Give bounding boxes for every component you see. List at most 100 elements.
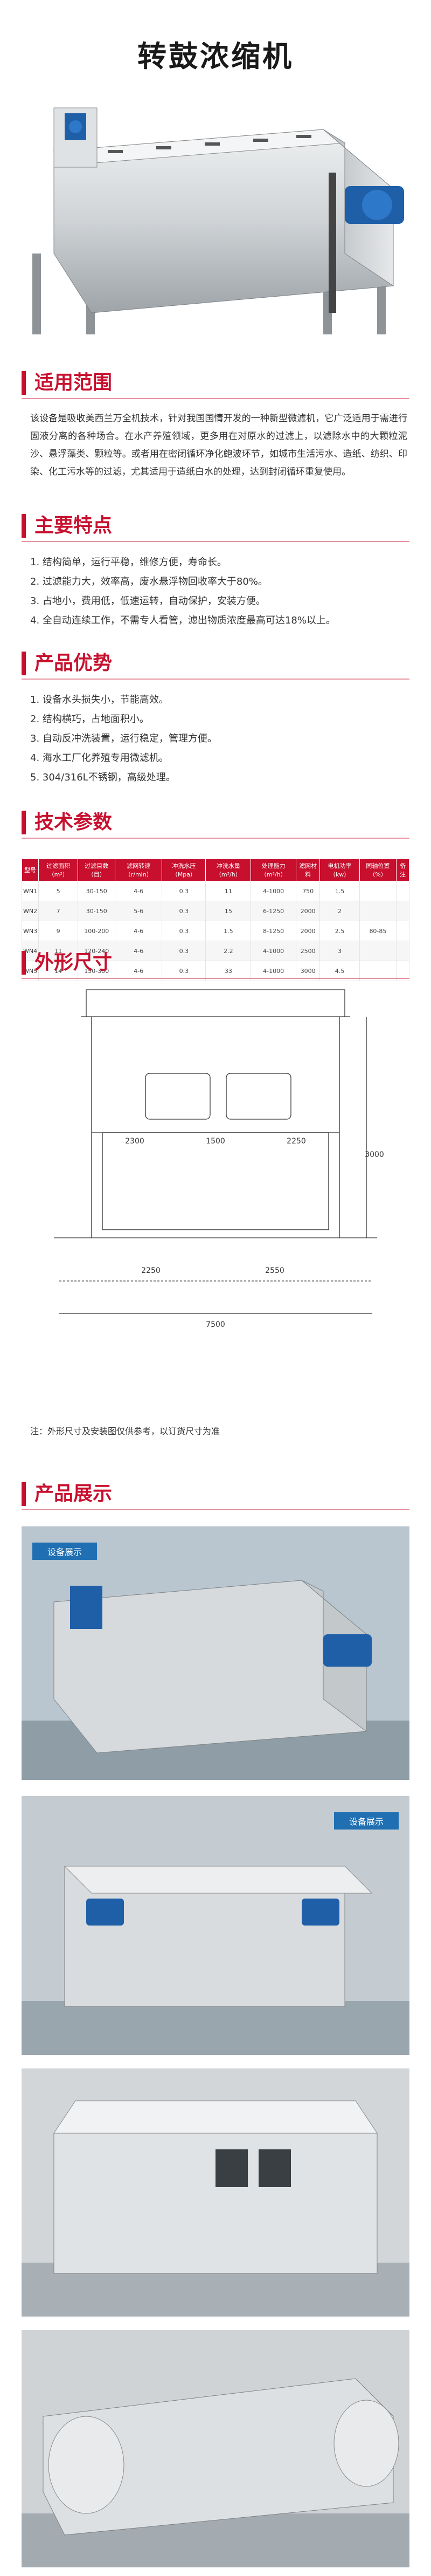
table-cell: 0.3 <box>162 941 206 961</box>
spec-header-cell: 滤网转速（r/min） <box>115 859 163 881</box>
dim-label: 2300 <box>125 1137 144 1146</box>
table-cell <box>396 961 409 981</box>
section-application-header: 适用范围 <box>22 367 409 399</box>
table-cell: 2.5 <box>319 921 360 941</box>
section-showcase-header: 产品展示 <box>22 1478 409 1510</box>
table-cell: 11 <box>38 941 79 961</box>
product-photo <box>22 2068 409 2317</box>
table-cell: 1.5 <box>319 881 360 901</box>
table-cell <box>396 941 409 961</box>
list-item: 5. 304/316L不锈钢，高级处理。 <box>30 772 176 783</box>
table-cell: 6-1250 <box>251 901 297 921</box>
photo-tag: 设备展示 <box>47 1547 82 1557</box>
table-cell: WN4 <box>21 941 39 961</box>
section-advantages-header: 产品优势 <box>22 647 409 680</box>
table-cell: WN1 <box>21 881 39 901</box>
list-item: 4. 全自动连续工作，不需专人看管，滤出物质浓度最高可达18%以上。 <box>30 615 336 626</box>
table-cell <box>359 961 397 981</box>
table-cell <box>396 901 409 921</box>
table-cell: 120-240 <box>78 941 116 961</box>
table-cell: 2000 <box>296 901 321 921</box>
table-cell <box>359 941 397 961</box>
table-cell: 33 <box>205 961 252 981</box>
dimension-drawing: 2300 1500 2250 2250 7500 3000 2550 <box>54 989 384 1329</box>
section-features-header: 主要特点 <box>22 510 409 542</box>
product-photo: 设备展示 <box>22 1526 409 1780</box>
table-cell: 4-1000 <box>251 881 297 901</box>
spec-header-cell: 滤网材料 <box>296 859 321 881</box>
table-cell: 30-150 <box>78 901 116 921</box>
table-cell: 4.5 <box>319 961 360 981</box>
table-cell: 8-1250 <box>251 921 297 941</box>
table-cell: 5 <box>38 881 79 901</box>
table-cell: 4-6 <box>115 961 163 981</box>
dim-label: 7500 <box>206 1320 225 1329</box>
spec-header-cell: 备注 <box>396 859 409 881</box>
table-cell: 100-200 <box>78 921 116 941</box>
table-cell <box>396 881 409 901</box>
section-specs-header: 技术参数 <box>22 806 409 839</box>
table-cell: 5-6 <box>115 901 163 921</box>
list-item: 3. 占地小，费用低，低速运转，自动保护，安装方便。 <box>30 595 266 607</box>
table-cell <box>396 921 409 941</box>
table-cell: 4-6 <box>115 921 163 941</box>
list-item: 4. 海水工厂化养殖专用微滤机。 <box>30 752 169 764</box>
table-cell: 0.3 <box>162 921 206 941</box>
table-cell: 0.3 <box>162 961 206 981</box>
table-cell: 4-6 <box>115 941 163 961</box>
table-cell: 15 <box>205 901 252 921</box>
spec-header-cell: 过滤目数（目） <box>78 859 116 881</box>
table-cell: 0.3 <box>162 901 206 921</box>
table-cell <box>359 901 397 921</box>
spec-table: 型号 过滤面积（m²） 过滤目数（目） 滤网转速（r/min） 冲洗水压（Mpa… <box>21 859 409 981</box>
dim-label: 3000 <box>365 1150 384 1159</box>
table-cell: 2000 <box>296 921 321 941</box>
table-cell: 11 <box>205 881 252 901</box>
table-cell: 1.5 <box>205 921 252 941</box>
spec-header-cell: 电机功率（kw） <box>319 859 360 881</box>
spec-header-cell: 冲洗水压（Mpa） <box>162 859 206 881</box>
table-cell: 0.3 <box>162 881 206 901</box>
table-cell: 2500 <box>296 941 321 961</box>
list-item: 2. 结构横巧，占地面积小。 <box>30 714 149 725</box>
table-cell: 9 <box>38 921 79 941</box>
dim-label: 2250 <box>287 1137 306 1146</box>
spec-header-cell: 型号 <box>21 859 39 881</box>
table-cell <box>359 881 397 901</box>
table-cell: 750 <box>296 881 321 901</box>
dimension-note: 注：外形尺寸及安装图仅供参考，以订货尺寸为准 <box>30 1426 220 1436</box>
dim-label: 1500 <box>206 1137 225 1146</box>
table-cell: 80-85 <box>359 921 397 941</box>
product-photo: 设备展示 <box>22 1796 409 2055</box>
table-cell: 14 <box>38 961 79 981</box>
table-cell: 4-6 <box>115 881 163 901</box>
table-cell: 150-300 <box>78 961 116 981</box>
table-cell: WN2 <box>21 901 39 921</box>
spec-header-cell: 冲洗水量（m³/h） <box>205 859 252 881</box>
advantages-list: 1. 设备水头损失小，节能高效。 2. 结构横巧，占地面积小。 3. 自动反冲洗… <box>30 690 407 787</box>
table-cell: 4-1000 <box>251 961 297 981</box>
list-item: 3. 自动反冲洗装置，运行稳定，管理方便。 <box>30 733 217 744</box>
table-cell: WN3 <box>21 921 39 941</box>
table-cell: 7 <box>38 901 79 921</box>
table-cell: 3000 <box>296 961 321 981</box>
spec-header-cell: 处理能力（m³/h） <box>251 859 297 881</box>
list-item: 1. 结构简单，运行平稳，维修方便，寿命长。 <box>30 557 227 568</box>
hero-machine-image <box>32 107 404 334</box>
spec-table-header-row: 型号 过滤面积（m²） 过滤目数（目） 滤网转速（r/min） 冲洗水压（Mpa… <box>21 859 409 881</box>
application-description: 该设备是吸收美西兰万全机技术，针对我国国情开发的一种新型微滤机，它广泛适用于需进… <box>30 413 407 477</box>
dim-label: 2250 <box>141 1266 161 1275</box>
page-title: 转鼓浓缩机 <box>137 39 294 73</box>
photo-tag: 设备展示 <box>349 1817 384 1827</box>
list-item: 2. 过滤能力大，效率高，废水悬浮物回收率大于80%。 <box>30 576 268 587</box>
spec-header-cell: 同轴位置（%） <box>359 859 397 881</box>
dim-label: 2550 <box>265 1266 284 1275</box>
features-list: 1. 结构简单，运行平稳，维修方便，寿命长。 2. 过滤能力大，效率高，废水悬浮… <box>30 553 407 631</box>
product-photo <box>22 2330 409 2567</box>
table-cell: 30-150 <box>78 881 116 901</box>
